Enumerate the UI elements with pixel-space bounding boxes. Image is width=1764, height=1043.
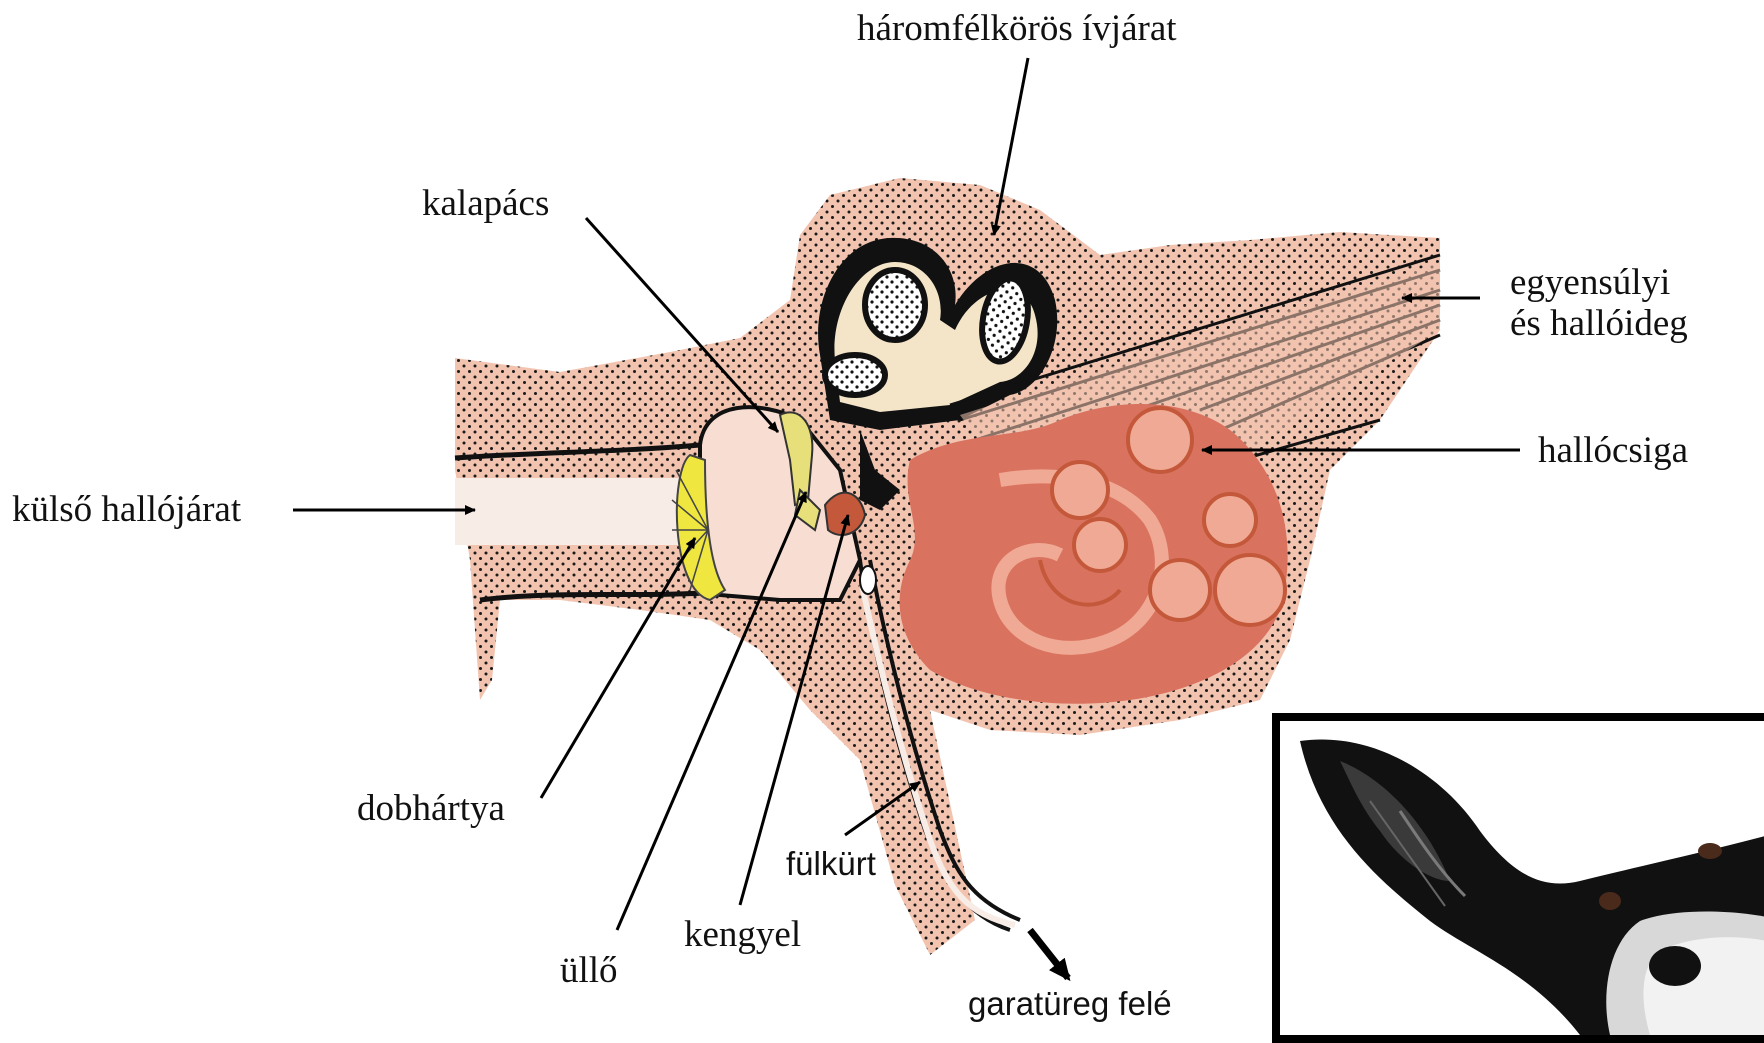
dog-ear-illustration — [1280, 721, 1764, 1035]
label-eardrum: dobhártya — [357, 790, 505, 827]
label-anvil: üllő — [560, 952, 618, 989]
label-cochlea: hallócsiga — [1538, 432, 1688, 469]
label-hammer: kalapács — [422, 185, 549, 222]
label-stirrup: kengyel — [684, 916, 801, 953]
canal-lumen — [455, 478, 700, 545]
label-pharynx: garatüreg felé — [968, 987, 1172, 1020]
label-semicircular-canals: háromfélkörös ívjárat — [857, 10, 1177, 47]
label-external-canal: külső hallójárat — [12, 491, 241, 528]
label-nerve: egyensúlyi és hallóideg — [1510, 262, 1710, 345]
dog-photo — [1272, 713, 1764, 1043]
label-eustachian-tube: fülkürt — [786, 847, 876, 880]
